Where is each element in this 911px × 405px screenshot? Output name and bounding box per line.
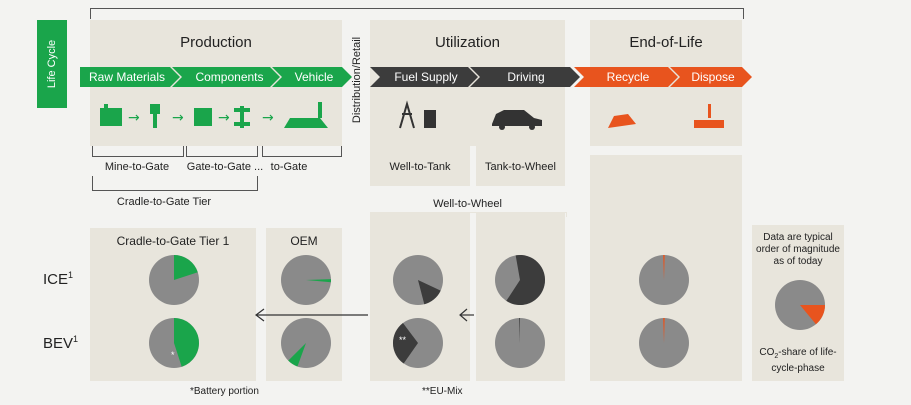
eu-mix-stars: ** (399, 335, 407, 345)
step-vehicle: Vehicle (294, 70, 334, 84)
footnote-eu-mix: **EU-Mix (422, 386, 463, 397)
top-bracket (90, 8, 744, 19)
process-chevrons (80, 67, 752, 87)
scope-to-gate: to-Gate (270, 161, 308, 173)
bracket-well-to-wheel (370, 212, 567, 217)
legend-caption-post: -share of life-cycle-phase (771, 347, 837, 374)
chevron-driving (470, 67, 580, 87)
row-ice-sup: 1 (68, 270, 74, 280)
row-ice-label: ICE (43, 271, 69, 288)
well-to-tank-strip (370, 146, 470, 186)
crane-crusher-icon (694, 104, 724, 128)
life-cycle-tab: Life Cycle (37, 20, 67, 108)
scope-well-to-tank: Well-to-Tank (389, 161, 451, 173)
fuel-pump-icon (424, 110, 436, 128)
chevron-vehicle (272, 67, 352, 87)
scope-mine-to-gate: Mine-to-Gate (104, 161, 170, 173)
car-icon (492, 110, 542, 130)
arrow-left-long-head (255, 308, 265, 322)
footnote-battery: *Battery portion (190, 386, 259, 397)
end-of-life-title: End-of-Life (629, 34, 703, 51)
power-tower-icon (399, 100, 415, 129)
arrow-icon: → (262, 110, 274, 126)
scope-cradle-tier: Cradle-to-Gate Tier (116, 196, 212, 208)
legend-caption: CO2-share of life-cycle-phase (752, 347, 844, 375)
utilization-title: Utilization (434, 34, 501, 51)
legend-caption-sub: 2 (774, 353, 779, 360)
tank-to-wheel-strip (476, 146, 565, 186)
legend-caption-pre: CO (759, 347, 775, 358)
arrow-icon: → (172, 110, 184, 126)
legend-note: Data are typical order of magnitude as o… (756, 232, 840, 267)
chevron-raw-materials (80, 67, 180, 87)
row-bev: BEV1 (43, 334, 78, 352)
scope-tank-to-wheel: Tank-to-Wheel (485, 161, 556, 173)
row-bev-sup: 1 (73, 334, 79, 344)
well-to-tank-panel (370, 212, 470, 381)
chevron-recycle (574, 67, 678, 87)
step-driving: Driving (507, 70, 545, 84)
row-ice: ICE1 (43, 270, 73, 288)
step-fuel-supply: Fuel Supply (394, 70, 458, 84)
arrow-icon: → (128, 110, 140, 126)
production-title: Production (180, 34, 252, 51)
recycle-crash-icon (608, 114, 636, 128)
bracket-to-gate (262, 146, 342, 157)
row-bev-label: BEV (43, 335, 74, 352)
battery-star: * (171, 350, 175, 360)
arrow-icon: → (218, 110, 230, 126)
end-of-life-lower-panel (590, 155, 742, 381)
step-components: Components (195, 70, 264, 84)
scope-well-to-wheel: Well-to-Wheel (433, 198, 502, 210)
step-dispose: Dispose (691, 70, 735, 84)
step-recycle: Recycle (606, 70, 650, 84)
bracket-mine-to-gate (92, 146, 184, 157)
bracket-cradle-tier (92, 176, 258, 191)
chevron-fuel-supply (370, 67, 478, 87)
chevron-dispose (670, 67, 752, 87)
tank-to-wheel-panel (476, 212, 565, 381)
column-tier1: Cradle-to-Gate Tier 1 (116, 234, 230, 248)
bracket-gate-to-gate (186, 146, 258, 157)
step-raw-materials: Raw Materials (88, 70, 166, 84)
column-oem: OEM (290, 234, 318, 248)
flow-arrows (255, 308, 474, 322)
process-icons: → → → → (100, 100, 724, 130)
piston-icon (150, 104, 160, 128)
arrow-left-short-head (459, 308, 468, 322)
assembly-robot-icon (284, 102, 328, 128)
chevron-components (172, 67, 280, 87)
scope-gate-to-gate: Gate-to-Gate ... (186, 161, 264, 173)
mine-icon (100, 104, 122, 126)
chassis-icon (234, 106, 250, 128)
battery-cells-icon (194, 108, 212, 126)
